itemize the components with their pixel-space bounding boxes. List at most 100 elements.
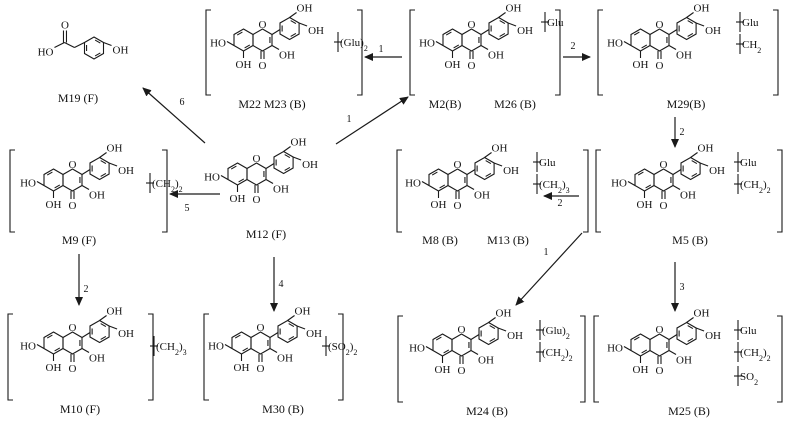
ring-a [442, 28, 463, 52]
hydroxyl-4prime: OH [302, 159, 318, 171]
arrow-line [335, 96, 409, 145]
ring-b [680, 156, 701, 181]
ring-oxygen: O [257, 322, 265, 334]
substituent-substituent_b: CH2 [742, 39, 761, 55]
reaction-arrow-s11: 4 [270, 257, 284, 312]
ring-b [488, 16, 509, 41]
label-M8_M13-label_b: M13 (B) [487, 233, 529, 247]
label-M10-label: M10 (F) [60, 402, 100, 416]
ring-oxygen: O [69, 322, 77, 334]
hydroxyl-bond [269, 348, 278, 353]
benzene-double-bond [94, 52, 101, 57]
hydroxyl-bond [686, 317, 694, 323]
hydroxyl-7: HO [210, 38, 226, 50]
right-bracket [773, 9, 779, 96]
hydroxyl-3: OH [680, 190, 696, 202]
ring-a-double-bond [637, 171, 644, 176]
substituent-substituent: Glu [547, 17, 564, 29]
left-bracket [205, 9, 211, 96]
ring-b-double-bond [489, 325, 496, 330]
carbonyl-oxygen: O [454, 200, 462, 212]
ring-a-double-bond [54, 347, 61, 352]
hydroxyl-4prime: OH [507, 330, 523, 342]
ring-a-double-bond [633, 336, 640, 341]
hydroxyl-4prime: OH [118, 165, 134, 177]
left-bracket [7, 313, 13, 401]
hydroxyl-3prime: OH [694, 308, 710, 320]
carbonyl-oxygen: O [61, 20, 69, 32]
ch2-bond [74, 42, 85, 48]
label-M24-label: M24 (B) [466, 404, 508, 418]
hydroxyl-7: HO [611, 178, 627, 190]
right-bracket [338, 313, 344, 401]
ring-b [676, 321, 697, 346]
reaction-arrow-s1: 1 [335, 96, 409, 145]
right-bracket [580, 315, 586, 403]
hydroxyl-4prime: OH [517, 25, 533, 37]
hydroxyl-3prime: OH [295, 306, 311, 318]
ring-a [630, 28, 651, 52]
carbonyl-oxygen: O [660, 200, 668, 212]
hydroxyl-bond [287, 315, 295, 321]
hydroxyl: OH [113, 45, 129, 57]
hydroxyl-7: HO [208, 341, 224, 353]
label-M29-label: M29(B) [667, 97, 706, 111]
hydroxyl-3: OH [89, 190, 105, 202]
ring-b-double-bond [100, 160, 107, 165]
label-M9-label: M9 (F) [62, 233, 96, 247]
label-M2_M26-label_b: M26 (B) [494, 97, 536, 111]
ring-a-double-bond [54, 184, 61, 189]
ring-b-link [265, 163, 275, 169]
ring-a-double-bond [238, 178, 245, 183]
hydroxyl-3prime: OH [496, 308, 512, 320]
hydroxyl-bond [421, 181, 430, 186]
substituent-substituent_b: (CH2)2 [542, 347, 573, 363]
hydroxyl-3prime: OH [107, 306, 123, 318]
reaction-arrow-s8: 6 [142, 87, 206, 144]
substituent-substituent: (CH2)3 [156, 341, 187, 357]
ring-a-double-bond [230, 165, 237, 170]
ring-b-link [470, 334, 480, 340]
ring-a [634, 168, 655, 192]
ring-a-double-bond [236, 31, 243, 36]
carbonyl-oxygen: O [259, 60, 267, 72]
ring-b-link [269, 332, 279, 338]
ring-a [231, 331, 252, 355]
hydroxyl-bond [695, 22, 705, 27]
ring-a-double-bond [445, 31, 452, 36]
hydroxyl-bond [289, 12, 297, 18]
hydroxyl-3: OH [474, 190, 490, 202]
benzene-double-bond [94, 39, 101, 44]
hydroxyl-bond [497, 327, 507, 332]
left-bracket [203, 313, 209, 401]
hydroxyl-5: OH [435, 364, 451, 376]
ring-b-double-bond [288, 323, 295, 328]
reaction-arrow-s10: 2 [75, 254, 89, 306]
reaction-arrow-s3: 2 [563, 41, 591, 61]
substituent-substituent: (SO2)2 [328, 341, 357, 357]
right-bracket [555, 9, 561, 96]
step-number: 2 [558, 198, 563, 209]
hydroxyl-bond [686, 12, 694, 18]
substituent-substituent_b: (CH2)2 [740, 179, 771, 195]
hydroxyl-bond [480, 45, 489, 50]
ring-a-double-bond [46, 334, 53, 339]
ring-b-link [668, 334, 678, 340]
ring-b [279, 16, 300, 41]
ring-b-double-bond [687, 325, 694, 330]
ring-b-double-bond [284, 154, 291, 159]
hydroxyl-3prime: OH [107, 143, 123, 155]
hydroxyl-bond [690, 152, 698, 158]
right-bracket [583, 149, 589, 233]
left-bracket [597, 9, 603, 96]
ring-oxygen: O [468, 19, 476, 31]
ring-b [273, 150, 294, 175]
ring-a-double-bond [435, 336, 442, 341]
hydroxyl-3prime: OH [694, 3, 710, 15]
reaction-arrow-s6: 1 [515, 232, 583, 306]
ring-oxygen: O [656, 324, 664, 336]
ring-a-double-bond [633, 31, 640, 36]
hydroxyl-5: OH [230, 193, 246, 205]
